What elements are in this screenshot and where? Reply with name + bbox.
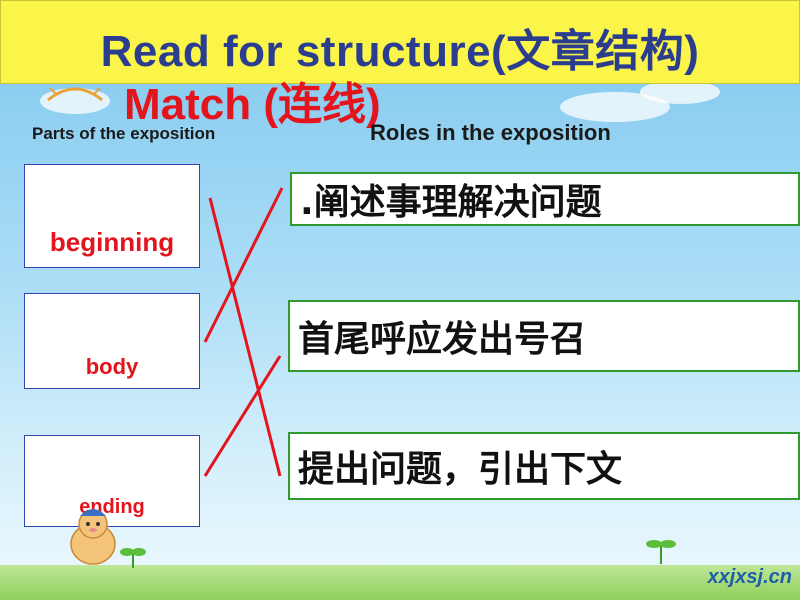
mascot-icon (70, 509, 116, 565)
match-line-beginning-to-role-3 (208, 197, 282, 477)
cloud-decoration (640, 80, 720, 104)
role-box-2[interactable]: 首尾呼应发出号召 (288, 300, 800, 372)
sun-icon (47, 87, 103, 102)
role-box-1[interactable]: .阐述事理解决问题 (290, 172, 800, 226)
match-line-body-to-role-1 (203, 187, 284, 343)
match-line-ending-to-role-2 (203, 355, 282, 477)
cloud-decoration (40, 88, 110, 114)
watermark: xxjxsj.cn (707, 566, 792, 588)
sprout-icon (120, 548, 146, 568)
grass-ground (0, 565, 800, 600)
sprout-icon (646, 540, 676, 564)
role-text: 提出问题，引出下文 (298, 449, 623, 490)
part-label: body (85, 354, 139, 379)
part-label: beginning (49, 227, 175, 257)
role-text: 首尾呼应发出号召 (298, 319, 587, 360)
part-box-body[interactable]: body (24, 293, 200, 389)
left-column-heading: Parts of the exposition (32, 124, 216, 143)
part-box-beginning[interactable]: beginning (24, 164, 200, 268)
right-column-heading: Roles in the exposition (370, 120, 611, 145)
role-box-3[interactable]: 提出问题，引出下文 (288, 432, 800, 500)
slide-subtitle: Match (连线) (124, 80, 381, 129)
role-text: .阐述事理解决问题 (300, 182, 602, 223)
slide-title: Read for structure(文章结构) (100, 27, 700, 76)
part-box-ending[interactable]: ending (24, 435, 200, 527)
